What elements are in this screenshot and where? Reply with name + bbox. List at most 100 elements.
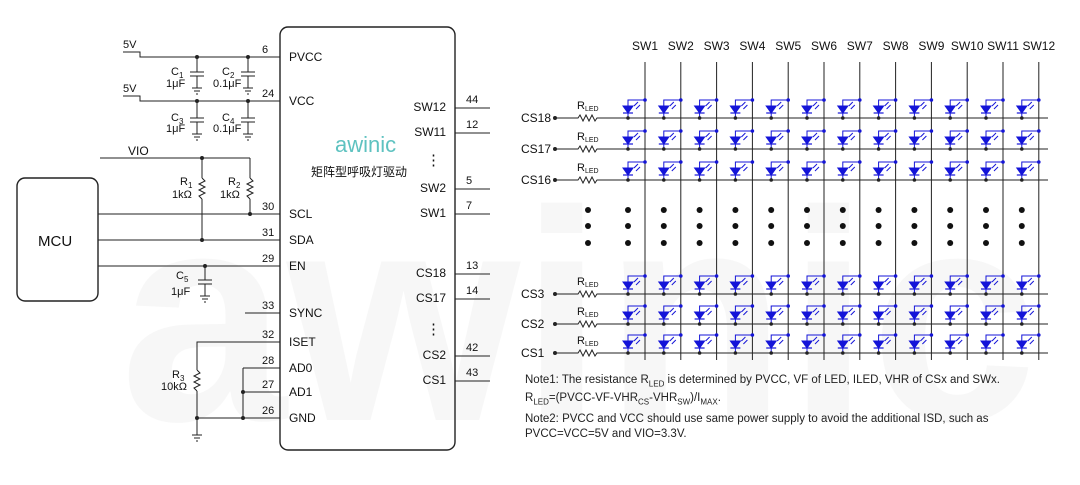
column-label-sw11: SW11 [987, 39, 1019, 53]
row-label-cs18: CS18 [521, 111, 551, 125]
led [729, 160, 755, 182]
matrix-ellipsis-dot [625, 207, 631, 213]
matrix-ellipsis-dot [696, 207, 703, 213]
led [622, 129, 647, 151]
matrix-ellipsis-dot [696, 240, 703, 246]
watermark-text: awinic [120, 148, 1037, 484]
led [693, 333, 719, 355]
matrix-ellipsis-dot [947, 240, 954, 246]
matrix-ellipsis-dot [983, 240, 989, 246]
pvcc-network [123, 51, 280, 95]
junction-dot [553, 178, 557, 182]
mcu-bus-lines [98, 213, 280, 267]
matrix-ellipsis-dot [732, 207, 739, 213]
row-line [555, 175, 1048, 185]
pin-number: 33 [262, 300, 274, 312]
matrix-ellipsis-dot [732, 240, 739, 246]
led [980, 160, 1005, 182]
pin-number: 13 [466, 260, 478, 272]
led [693, 98, 719, 120]
led [944, 333, 969, 355]
matrix-ellipsis-dot [768, 207, 775, 213]
junction-dot [203, 264, 207, 268]
led [908, 98, 934, 120]
matrix-ellipsis-dot [839, 223, 846, 229]
pin-name: SYNC [289, 306, 323, 320]
chip-body [279, 26, 456, 451]
row-label-cs3: CS3 [521, 287, 545, 301]
pin-name: AD0 [289, 361, 313, 375]
led [801, 304, 826, 326]
c5-network [198, 266, 212, 303]
matrix-ellipsis-dot [660, 207, 667, 213]
rled-label: RLED [577, 335, 599, 348]
led [1015, 333, 1041, 355]
svg-text:10kΩ: 10kΩ [161, 381, 187, 393]
matrix-ellipsis-dot [804, 223, 810, 229]
svg-text:C1: C1 [171, 66, 184, 80]
pin-number: 42 [466, 342, 478, 354]
row-line [555, 144, 1048, 154]
pin-name: SCL [289, 207, 313, 221]
junction-dot [200, 156, 204, 160]
svg-text:1kΩ: 1kΩ [220, 189, 240, 201]
svg-text:1μF: 1μF [166, 123, 185, 135]
junction-dot [246, 55, 250, 59]
junction-dot [553, 351, 557, 355]
pin-number: 30 [262, 201, 274, 213]
led [872, 129, 898, 151]
led [908, 129, 934, 151]
led [657, 160, 683, 182]
pvcc-supply-label: 5V [123, 39, 137, 51]
led [693, 160, 719, 182]
matrix-ellipsis-dot [839, 207, 846, 213]
junction-dot [241, 416, 245, 420]
vio-network [100, 157, 255, 240]
led [980, 98, 1005, 120]
matrix-ellipsis-dot [875, 223, 882, 229]
led [765, 274, 790, 296]
junction-dot [553, 322, 557, 326]
led [657, 98, 683, 120]
led [765, 333, 790, 355]
led [980, 129, 1005, 151]
led [944, 160, 969, 182]
rled-label: RLED [577, 306, 599, 319]
note1-line1: Note1: The resistance RLED is determined… [525, 374, 1000, 389]
matrix-ellipsis-dot [911, 240, 918, 246]
svg-text:R1: R1 [180, 176, 193, 190]
led [801, 160, 826, 182]
column-label-sw2: SW2 [668, 39, 694, 53]
matrix-ellipsis-dot [696, 223, 703, 229]
led [729, 98, 755, 120]
matrix-ellipsis-dot [804, 240, 810, 246]
column-label-sw7: SW7 [847, 39, 873, 53]
rled-label: RLED [577, 276, 599, 289]
led [657, 274, 683, 296]
vio-label: VIO [128, 144, 149, 158]
capacitor-labels: C1 1μF C2 0.1μF C3 1μF C4 0.1μF [166, 66, 242, 135]
pin-number: 6 [262, 44, 268, 56]
chip-right-stubs [455, 107, 490, 382]
led [872, 274, 898, 296]
pin-number: 24 [262, 88, 274, 100]
junction-dot [246, 99, 250, 103]
led [693, 274, 719, 296]
rled-label: RLED [577, 100, 599, 113]
svg-text:C4: C4 [222, 112, 235, 126]
matrix-ellipsis-dot [839, 240, 846, 246]
pin-name: SW11 [414, 125, 446, 139]
matrix-ellipsis-dot [983, 223, 989, 229]
matrix-ellipsis-dot [804, 207, 810, 213]
rled-label: RLED [577, 131, 599, 144]
led [1015, 129, 1041, 151]
led [657, 333, 683, 355]
pin-name: AD1 [289, 385, 313, 399]
led [801, 98, 826, 120]
led [980, 304, 1005, 326]
matrix-ellipsis-dot [660, 240, 667, 246]
column-label-sw10: SW10 [951, 39, 984, 53]
row-line [555, 113, 1048, 123]
